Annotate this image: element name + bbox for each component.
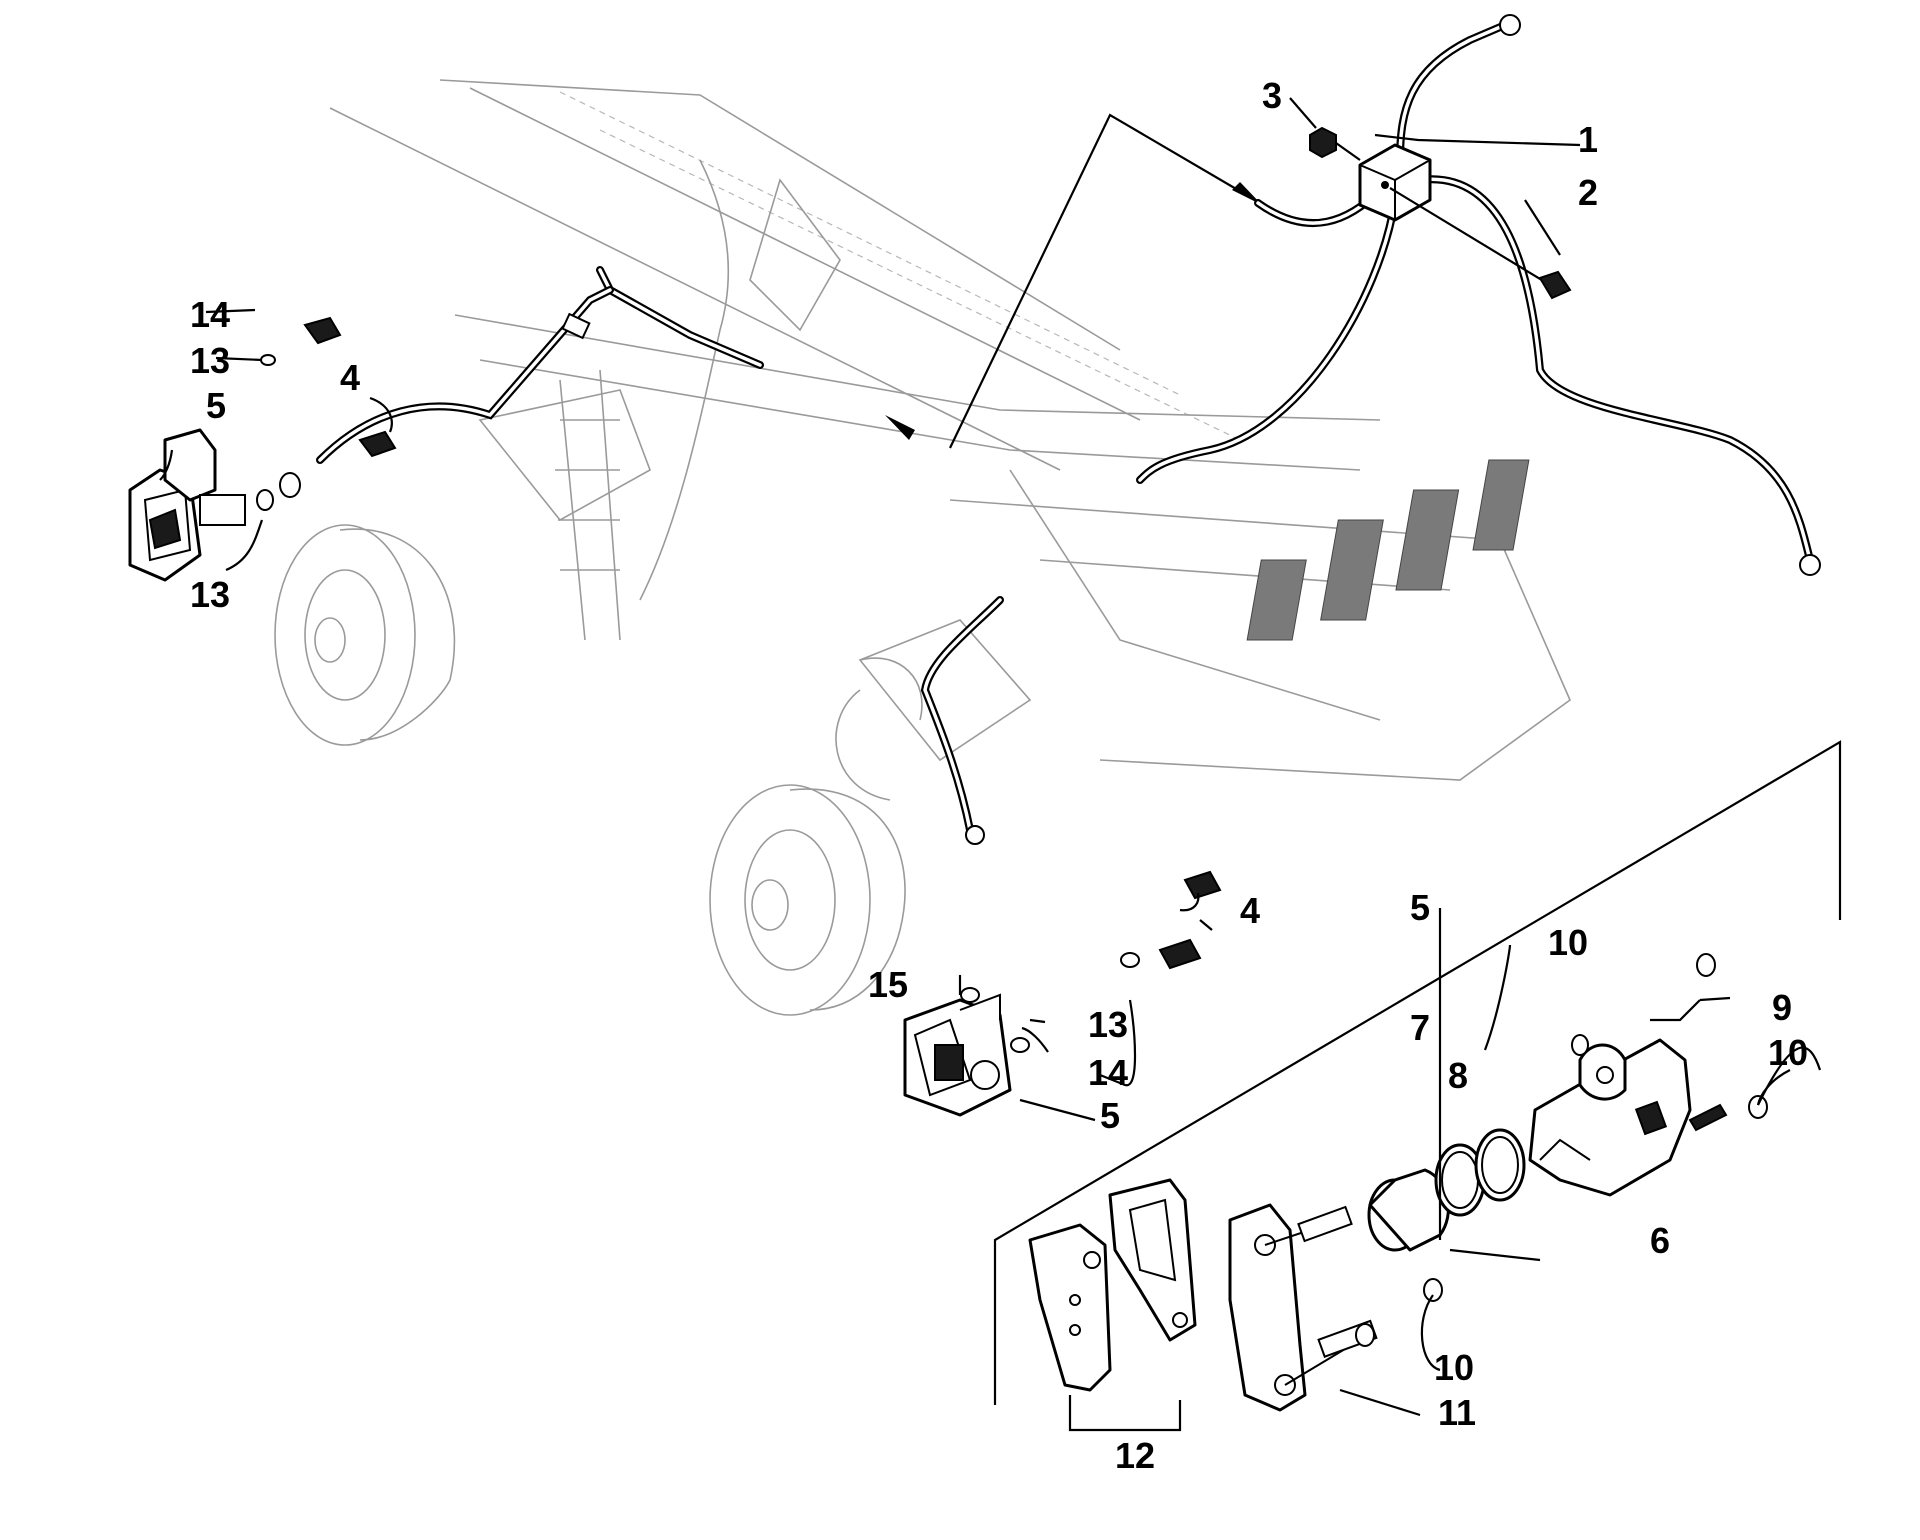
front-wheel-hub [709,657,923,1016]
callout-7: 7 [1410,1007,1430,1048]
junction-bolt [1389,187,1572,300]
piston-seals [1434,1128,1526,1217]
callout-13-rear-upper: 13 [190,340,230,381]
callout-15: 15 [868,964,908,1005]
engine-grille [1246,459,1530,641]
callout-8: 8 [1448,1055,1468,1096]
front-caliper-hardware [960,870,1222,1053]
callout-14-front: 14 [1088,1052,1128,1093]
callout-1: 1 [1578,119,1598,160]
callout-9: 9 [1772,987,1792,1028]
callout-10-lower: 10 [1434,1347,1474,1388]
callout-4-front: 4 [1240,890,1260,931]
routing-arrows [885,113,1262,449]
callout-11: 11 [1438,1392,1476,1433]
callout-14-rear: 14 [190,294,230,335]
callout-2: 2 [1578,172,1598,213]
rear-caliper-hardware [256,316,397,511]
brake-hoses [316,14,1821,845]
junction-block [1358,143,1432,222]
callout-3: 3 [1262,75,1282,116]
callout-5-rear: 5 [206,385,226,426]
callout-4-rear: 4 [340,357,360,398]
chassis-background [274,79,1571,1016]
callout-labels: 1 2 3 4 4 5 5 5 6 7 8 9 10 10 10 11 12 1… [190,75,1808,1476]
caliper-bracket [1228,1203,1378,1412]
front-brake-caliper [903,993,1012,1117]
callout-12: 12 [1115,1435,1155,1476]
callout-5-front: 5 [1100,1095,1120,1136]
caliper-housing [1528,1038,1692,1197]
callout-10-upper: 10 [1548,922,1588,963]
rear-wheel-hub [274,524,456,746]
callout-10-right: 10 [1768,1032,1808,1073]
junction-nut [1309,126,1361,161]
callout-5-exploded: 5 [1410,887,1430,928]
callout-13-rear-lower: 13 [190,574,230,615]
caliper-piston [1367,1168,1450,1252]
callout-6: 6 [1650,1220,1670,1261]
washers-and-bleeder [1355,953,1768,1347]
callout-13-front: 13 [1088,1004,1128,1045]
callout-leaders [159,97,1822,1432]
rear-brake-caliper [128,428,246,582]
exploded-caliper-group [993,740,1842,1412]
brake-pads [1028,1178,1197,1392]
